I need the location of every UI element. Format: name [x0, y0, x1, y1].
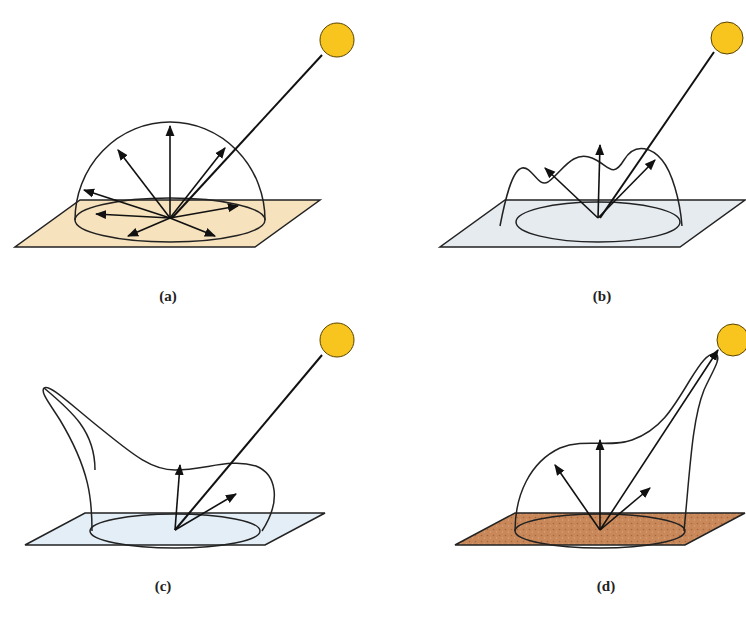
diffuse-reflection: [15, 23, 354, 247]
forward-scatter-reflection: [25, 323, 354, 548]
mixed-reflection: [440, 22, 745, 247]
panel-label: (c): [155, 578, 172, 595]
panel-label: (d): [597, 578, 615, 595]
panel-label: (b): [593, 288, 611, 305]
back-scatter-reflection: [455, 324, 746, 548]
panel-label: (a): [159, 288, 177, 305]
